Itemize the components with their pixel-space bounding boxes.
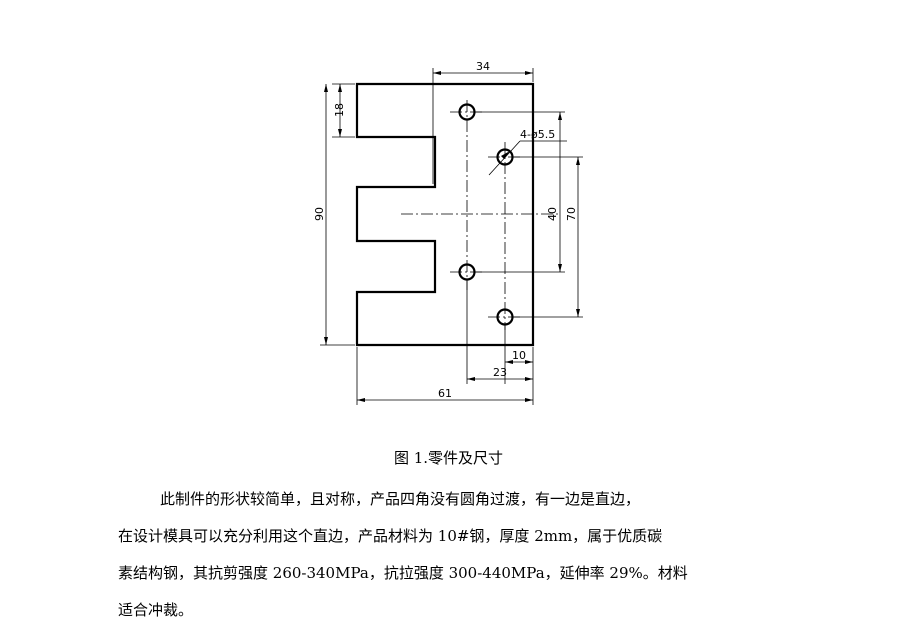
dim-hole-offset-right: 10 [512, 349, 526, 362]
paragraph-line-1: 此制件的形状较简单，且对称，产品四角没有圆角过渡，有一边是直边， [160, 490, 641, 508]
hole-top-right [496, 148, 514, 166]
dim-hole-spacing-vertical: 40 [546, 207, 559, 221]
body-paragraph: 此制件的形状较简单，且对称，产品四角没有圆角过渡，有一边是直边， 在设计模具可以… [118, 481, 768, 629]
dim-total-height: 90 [313, 207, 326, 221]
dim-total-width: 61 [438, 387, 452, 400]
holes [458, 103, 514, 326]
dim-hole-callout: 4-ø5.5 [520, 128, 555, 141]
dim-top-width: 34 [476, 60, 490, 73]
arrowheads [324, 71, 580, 402]
part-outline [355, 82, 535, 347]
paragraph-line-3: 素结构钢，其抗剪强度 260-340MPa，抗拉强度 300-440MPa，延伸… [118, 564, 688, 582]
figure-caption: 图 1.零件及尺寸 [393, 449, 504, 467]
paragraph-line-2: 在设计模具可以充分利用这个直边，产品材料为 10#钢，厚度 2mm，属于优质碳 [118, 527, 663, 545]
hole-bottom-left [458, 263, 476, 281]
dim-hole-spacing-outer: 70 [565, 207, 578, 221]
dim-hole-offset-inner: 23 [493, 366, 507, 379]
part-drawing: 34 18 90 40 70 4-ø5.5 10 23 61 [313, 60, 583, 405]
paragraph-line-4: 适合冲裁。 [118, 601, 194, 619]
hole-top-left [458, 103, 476, 121]
dimension-lines [320, 68, 583, 405]
hole-bottom-right [496, 308, 514, 326]
dim-top-notch: 18 [333, 103, 346, 117]
